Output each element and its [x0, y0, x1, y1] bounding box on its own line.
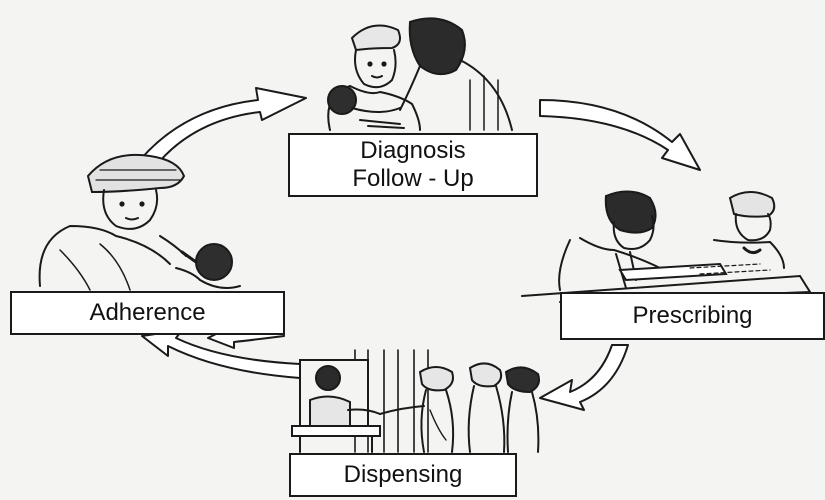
stage-prescribing: Prescribing: [560, 292, 825, 340]
stage-adherence: Adherence: [10, 291, 285, 335]
illustration-diagnosis: [310, 10, 525, 132]
stage-prescribing-label: Prescribing: [632, 302, 753, 329]
stage-diagnosis-line2: Follow - Up: [352, 165, 474, 192]
arrow-prescribing-to-dispensing: [539, 344, 629, 411]
stage-adherence-label: Adherence: [89, 299, 206, 326]
stage-diagnosis-follow-up: Diagnosis Follow - Up: [288, 133, 538, 197]
stage-dispensing-label: Dispensing: [343, 461, 463, 488]
stage-dispensing: Dispensing: [289, 453, 517, 497]
illustration-dispensing: [291, 349, 540, 453]
arrow-adherence-to-diagnosis: [139, 87, 307, 169]
illustration-adherence: [38, 153, 241, 291]
stage-diagnosis-line1: Diagnosis: [360, 137, 466, 164]
arrow-diagnosis-to-prescribing: [539, 99, 701, 171]
illustration-prescribing: [521, 190, 812, 303]
